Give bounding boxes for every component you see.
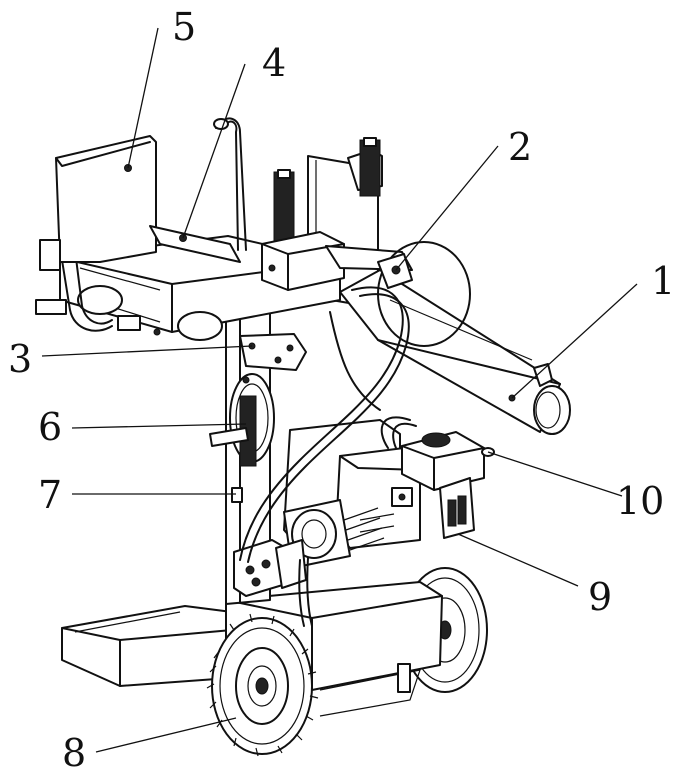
callout-label-7: 7 — [38, 473, 63, 517]
leader-line-8 — [95, 717, 237, 753]
leader-line-3 — [41, 345, 253, 357]
callout-label-8: 8 — [62, 731, 87, 775]
callout-label-1: 1 — [651, 259, 676, 303]
callout-label-6: 6 — [38, 405, 63, 449]
lever-disk — [209, 373, 275, 467]
leader-line-4 — [182, 63, 246, 239]
callout-label-3: 3 — [8, 337, 33, 381]
engine — [283, 419, 421, 569]
leader-lines — [41, 27, 638, 753]
base-tray — [61, 605, 233, 687]
callout-label-2: 2 — [508, 125, 533, 169]
hydraulic-hoses — [239, 286, 410, 627]
leader-line-2 — [395, 145, 499, 271]
callout-label-5: 5 — [172, 5, 197, 49]
gear-pump — [233, 539, 307, 597]
callout-label-10: 10 — [616, 479, 665, 523]
pump — [439, 477, 475, 539]
splitting-plate — [377, 253, 413, 289]
front-wheel — [206, 613, 319, 757]
callout-label-4: 4 — [262, 41, 287, 85]
log-cradle — [35, 135, 157, 315]
control-levers — [273, 137, 381, 245]
leader-line-9 — [457, 533, 579, 587]
leader-line-5 — [127, 27, 159, 169]
leader-line-6 — [71, 423, 247, 429]
leader-line-1 — [511, 283, 638, 399]
fuel-tank — [380, 416, 495, 491]
bracket — [239, 333, 307, 371]
leader-line-10 — [487, 451, 623, 497]
callout-label-9: 9 — [588, 575, 613, 619]
